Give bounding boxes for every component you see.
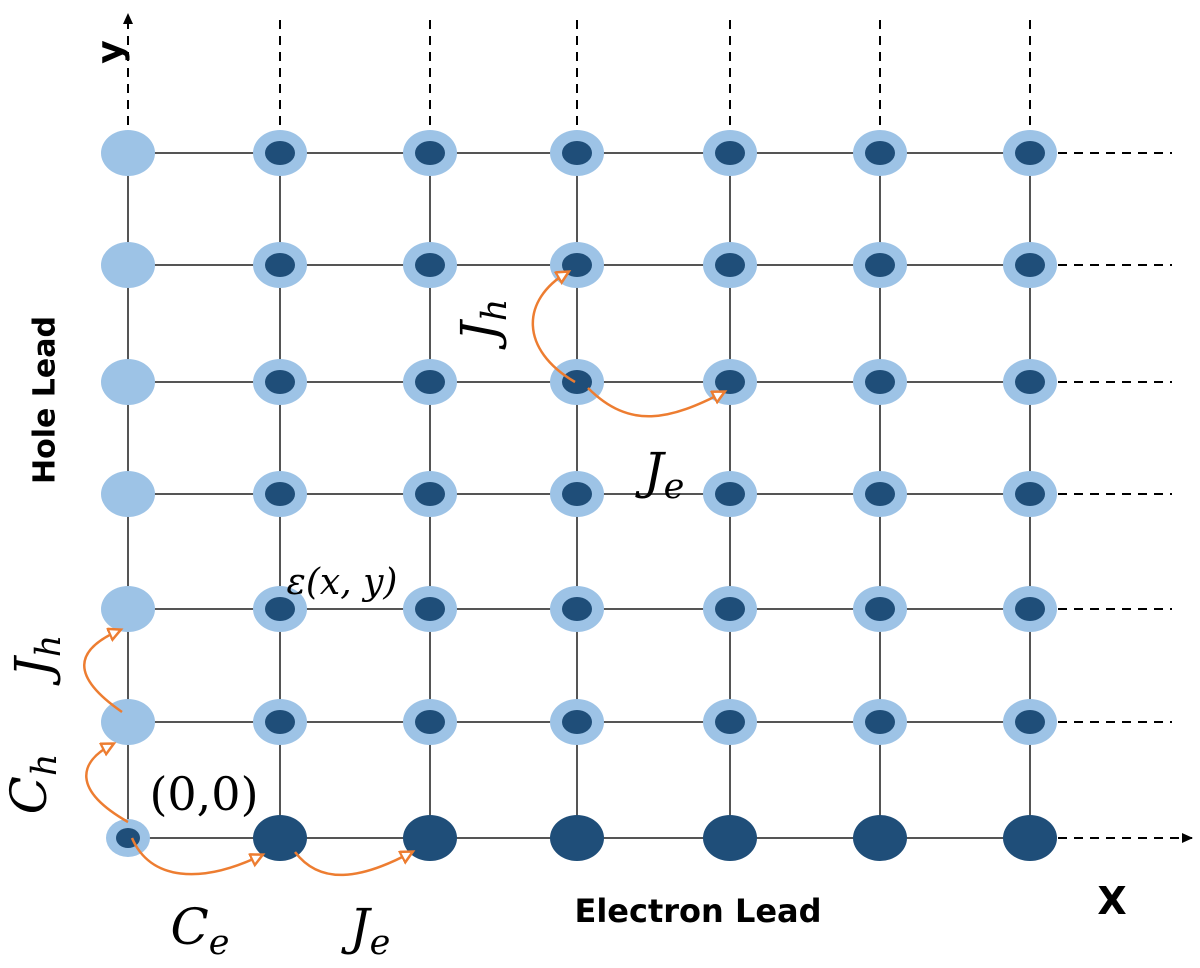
lattice-node-inner	[1015, 141, 1045, 165]
lattice-node-inner	[265, 597, 295, 621]
lattice-node-inner	[715, 482, 745, 506]
jh-left-label: Jh	[4, 635, 69, 687]
lattice-node-inner	[1015, 710, 1045, 734]
je-middle-sub: e	[664, 467, 685, 507]
ce-main: C	[171, 898, 209, 956]
hole-lead-node	[101, 699, 155, 745]
lattice-node-inner	[1015, 370, 1045, 394]
lattice-node-inner	[415, 482, 445, 506]
electron-lead-label: Electron Lead	[574, 892, 821, 930]
lattice-node-inner	[415, 141, 445, 165]
electron-lead-node	[550, 815, 604, 861]
lattice-node-inner	[562, 141, 592, 165]
arrow-ce	[130, 837, 262, 876]
lattice-node-inner	[865, 141, 895, 165]
jh-left-sub: h	[29, 635, 69, 658]
jh-top-main: J	[450, 318, 508, 350]
hole-lead-label: Hole Lead	[28, 316, 63, 484]
lattice-nodes	[101, 130, 1057, 861]
lattice-node-inner	[265, 710, 295, 734]
lattice-node-inner	[1015, 482, 1045, 506]
ch-main: C	[0, 776, 58, 814]
jh-top-label: Jh	[450, 299, 515, 351]
ce-label: Ce	[171, 898, 230, 963]
electron-lead-node	[403, 815, 457, 861]
lattice-node-inner	[265, 141, 295, 165]
electron-lead-node	[253, 815, 307, 861]
lattice-node-inner	[865, 370, 895, 394]
lattice-node-inner	[415, 253, 445, 277]
ch-label: Ch	[0, 754, 65, 815]
x-axis-label: X	[1097, 879, 1126, 923]
arrow-je-bottom	[294, 852, 412, 877]
origin-label: (0,0)	[149, 767, 258, 821]
lattice-node-inner	[715, 141, 745, 165]
lattice-node-inner	[865, 597, 895, 621]
lattice-node-inner	[562, 370, 592, 394]
lattice-node-inner	[715, 370, 745, 394]
arrow-jh-left	[83, 630, 122, 714]
electron-lead-node	[703, 815, 757, 861]
arrow-jh-top	[531, 272, 576, 384]
je-bottom-main: J	[341, 898, 373, 956]
hole-lead-node	[101, 359, 155, 405]
lattice-node-inner	[1015, 253, 1045, 277]
lattice-node-inner	[715, 710, 745, 734]
lattice-node-inner	[265, 370, 295, 394]
lattice-node-inner	[265, 253, 295, 277]
je-bottom-label: Je	[341, 898, 391, 963]
lattice-node-inner	[562, 482, 592, 506]
arrow-je-top	[587, 387, 724, 418]
arrow-ch	[85, 744, 129, 824]
lattice-node-inner	[1015, 597, 1045, 621]
lattice-node-inner	[865, 710, 895, 734]
lattice-node-inner	[265, 482, 295, 506]
hole-lead-node	[101, 586, 155, 632]
lattice-node-inner	[715, 253, 745, 277]
ce-sub: e	[209, 923, 230, 963]
lattice-node-inner	[562, 710, 592, 734]
lattice-node-inner	[865, 253, 895, 277]
hole-lead-node	[101, 242, 155, 288]
hopping-arrows	[83, 272, 724, 877]
lattice-node-inner	[562, 597, 592, 621]
dashed-extensions	[123, 13, 1193, 843]
ch-sub: h	[25, 754, 65, 777]
je-middle-label: Je	[635, 442, 685, 507]
lattice-node-inner	[415, 597, 445, 621]
je-bottom-sub: e	[370, 923, 391, 963]
je-middle-main: J	[635, 442, 667, 500]
hole-lead-node	[101, 130, 155, 176]
epsilon-label: ε(x, y)	[287, 562, 398, 603]
lattice-node-inner	[715, 597, 745, 621]
lattice-node-inner	[415, 710, 445, 734]
hole-lead-node	[101, 471, 155, 517]
electron-lead-node	[853, 815, 907, 861]
jh-left-main: J	[4, 654, 62, 686]
jh-top-sub: h	[475, 299, 515, 322]
lattice-node-inner	[865, 482, 895, 506]
lattice-node-inner	[415, 370, 445, 394]
electron-lead-node	[1003, 815, 1057, 861]
y-axis-label: y	[90, 40, 131, 63]
